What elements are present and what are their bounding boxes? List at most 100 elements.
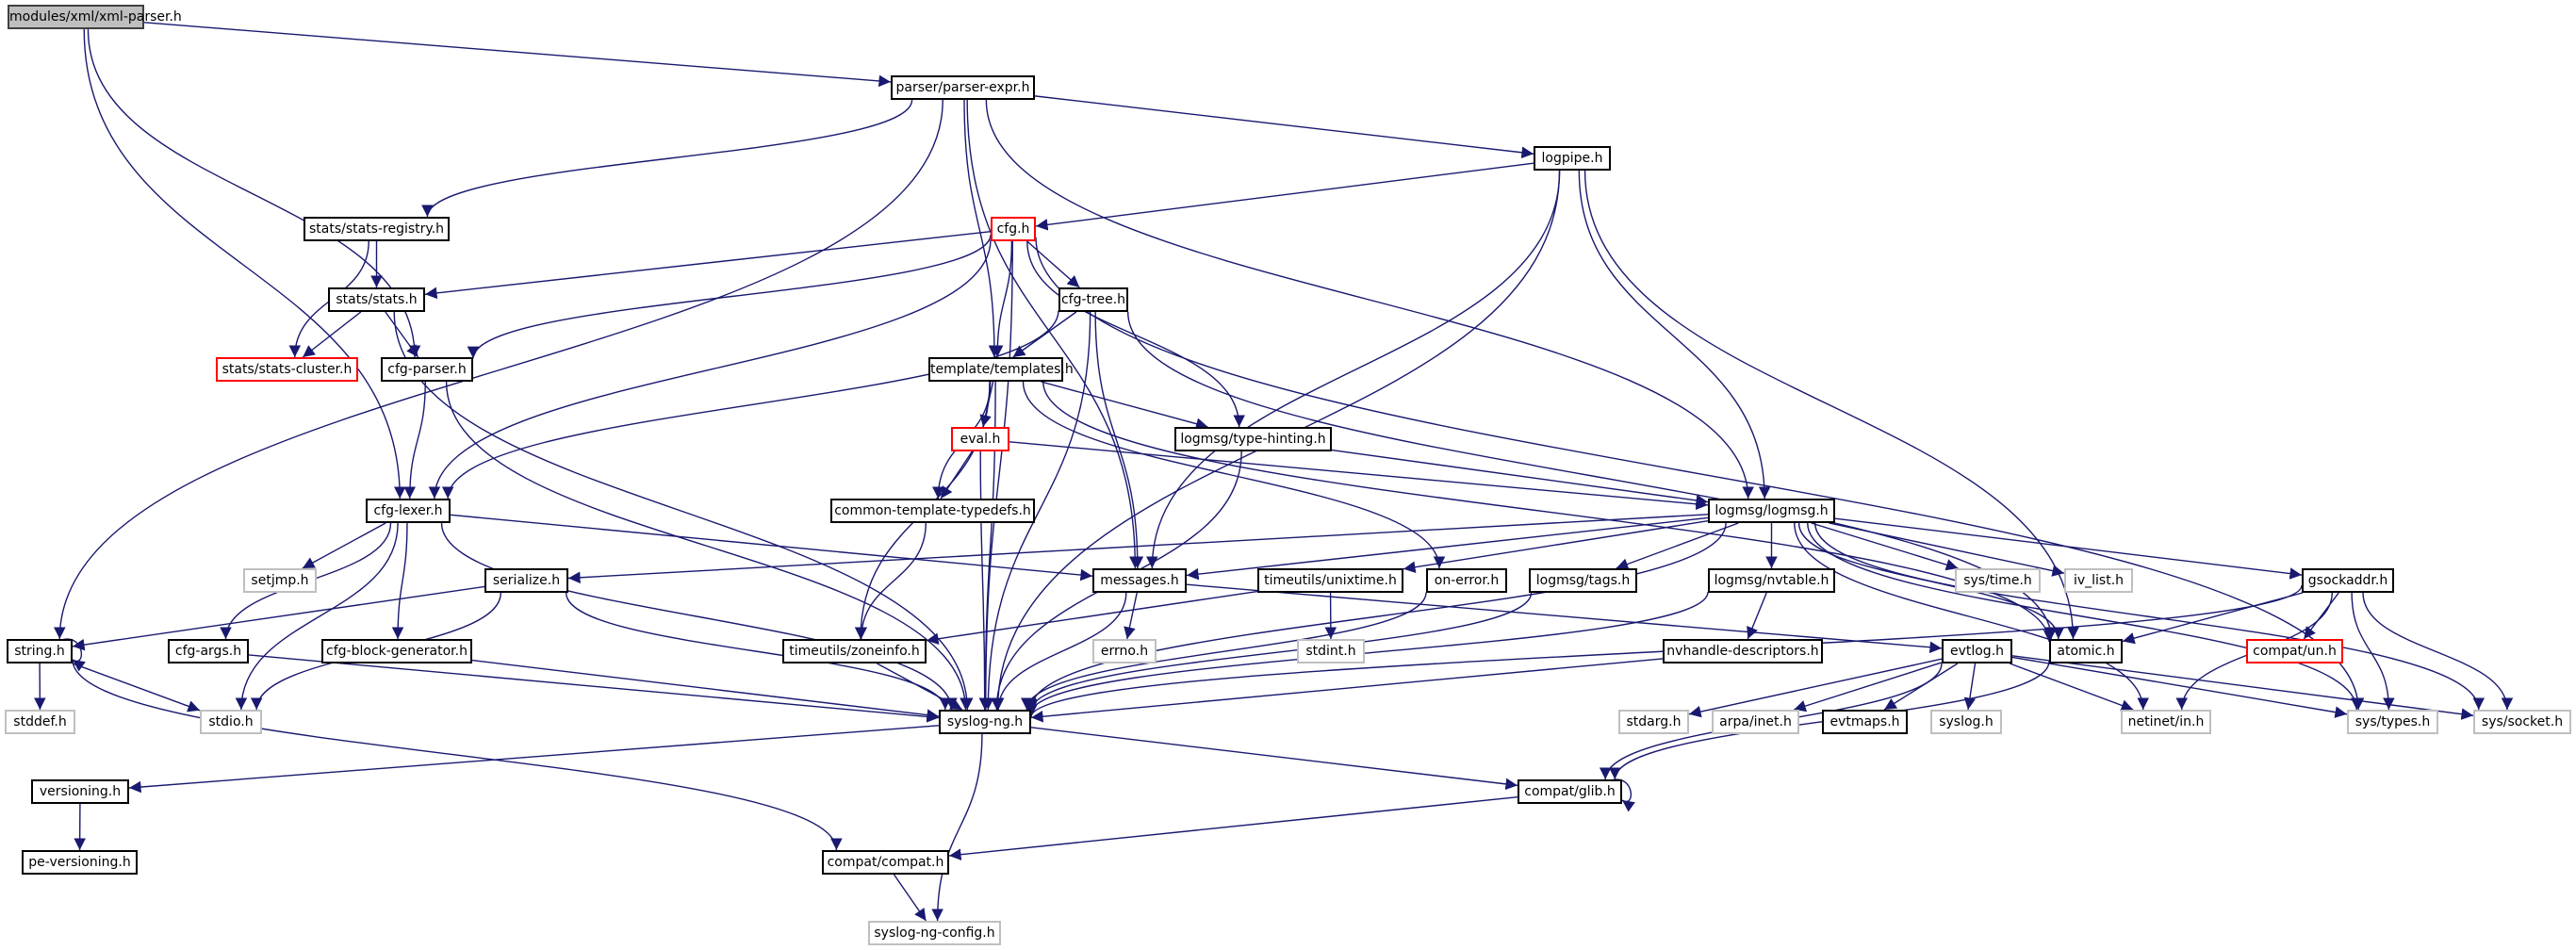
node-label: evtlog.h xyxy=(1949,644,2005,659)
edge-cfg-parser-to-syslog-ng xyxy=(445,381,972,711)
edge-string-to-stdio xyxy=(72,663,201,712)
node-gsockaddr[interactable]: gsockaddr.h xyxy=(2302,568,2394,593)
node-syslog-ng[interactable]: syslog-ng.h xyxy=(939,710,1031,734)
node-pe-versioning[interactable]: pe-versioning.h xyxy=(22,850,138,875)
edge-logmsg-to-iv-list xyxy=(1829,522,2065,577)
node-label: stats/stats-cluster.h xyxy=(222,362,353,377)
edge-zoneinfo-to-syslog-ng xyxy=(877,663,963,711)
node-label: timeutils/zoneinfo.h xyxy=(789,644,920,659)
node-templates[interactable]: template/templates.h xyxy=(928,357,1074,382)
node-label: stdarg.h xyxy=(1626,714,1682,729)
node-label: compat/glib.h xyxy=(1524,784,1616,799)
edge-cfg-to-cfg-parser xyxy=(467,234,992,359)
node-unixtime[interactable]: timeutils/unixtime.h xyxy=(1257,568,1403,593)
node-sys-time: sys/time.h xyxy=(1955,568,2041,593)
edge-cfg-lexer-to-setjmp xyxy=(302,522,386,569)
node-label: nvhandle-descriptors.h xyxy=(1666,644,1819,659)
node-logpipe[interactable]: logpipe.h xyxy=(1534,146,1611,171)
node-cfg-parser[interactable]: cfg-parser.h xyxy=(381,357,473,382)
node-label: cfg.h xyxy=(996,221,1030,237)
edge-cfg-to-templates xyxy=(991,240,1013,358)
node-zoneinfo[interactable]: timeutils/zoneinfo.h xyxy=(782,639,927,663)
edge-syslog-ng-to-versioning xyxy=(128,725,940,794)
node-syslog: syslog.h xyxy=(1930,710,2002,734)
node-compat-glib[interactable]: compat/glib.h xyxy=(1518,779,1622,804)
node-common-template-typedefs[interactable]: common-template-typedefs.h xyxy=(830,499,1035,523)
node-label: syslog-ng-config.h xyxy=(874,925,995,941)
node-label: cfg-tree.h xyxy=(1060,292,1126,307)
edge-evtlog-to-arpa-inet xyxy=(1794,662,1943,712)
edge-eval-to-syslog-ng xyxy=(978,450,992,711)
node-label: stats/stats-registry.h xyxy=(308,221,445,237)
node-nvhandle-descriptors[interactable]: nvhandle-descriptors.h xyxy=(1663,639,1823,663)
node-nvtable[interactable]: logmsg/nvtable.h xyxy=(1708,568,1835,593)
edge-cfg-lexer-to-stdio xyxy=(235,522,399,711)
edge-logmsg-to-sys-types xyxy=(1807,522,2363,711)
node-on-error[interactable]: on-error.h xyxy=(1426,568,1507,593)
node-label: compat/compat.h xyxy=(827,855,944,870)
node-label: modules/xml/xml-parser.h xyxy=(9,9,182,25)
node-atomic[interactable]: atomic.h xyxy=(2049,639,2123,663)
node-parser-expr[interactable]: parser/parser-expr.h xyxy=(891,75,1035,100)
node-serialize[interactable]: serialize.h xyxy=(484,568,568,593)
edge-syslog-ng-to-syslog-ng-config xyxy=(931,733,983,922)
node-cfg-tree[interactable]: cfg-tree.h xyxy=(1058,287,1128,312)
edge-eval-to-logmsg xyxy=(1009,441,1709,511)
node-messages[interactable]: messages.h xyxy=(1092,568,1187,593)
node-tags[interactable]: logmsg/tags.h xyxy=(1529,568,1637,593)
node-xml-parser[interactable]: modules/xml/xml-parser.h xyxy=(8,5,182,29)
edge-cfg-tree-to-syslog-ng xyxy=(982,311,1091,711)
node-string[interactable]: string.h xyxy=(7,639,73,663)
node-errno: errno.h xyxy=(1092,639,1157,663)
node-cfg[interactable]: cfg.h xyxy=(991,217,1036,241)
node-evtmaps[interactable]: evtmaps.h xyxy=(1822,710,1908,734)
edge-on-error-to-syslog-ng xyxy=(1021,592,1427,711)
node-label: stdio.h xyxy=(208,714,254,729)
node-logmsg[interactable]: logmsg/logmsg.h xyxy=(1708,499,1835,523)
edge-gsockaddr-to-atomic xyxy=(2122,592,2303,645)
edge-logpipe-to-messages xyxy=(1146,170,1561,569)
node-label: logmsg/tags.h xyxy=(1535,573,1631,588)
edge-cfg-tree-to-messages xyxy=(1094,311,1144,569)
node-label: syslog.h xyxy=(1939,714,1994,729)
node-cfg-lexer[interactable]: cfg-lexer.h xyxy=(366,499,451,523)
edge-messages-to-syslog-ng xyxy=(992,592,1127,711)
edge-messages-to-evtlog xyxy=(1186,583,1943,654)
edge-type-hinting-to-logmsg xyxy=(1331,449,1709,507)
edge-string-to-compat-compat xyxy=(72,659,843,851)
node-label: arpa/inet.h xyxy=(1719,714,1792,729)
edge-nvtable-to-syslog-ng xyxy=(1025,592,1709,714)
node-versioning[interactable]: versioning.h xyxy=(31,779,129,804)
edge-cfg-to-sys-types xyxy=(1035,237,2365,711)
edge-logmsg-to-tags xyxy=(1616,522,1739,570)
node-label: stdint.h xyxy=(1305,644,1356,659)
edge-evtlog-to-sys-types xyxy=(2011,656,2348,718)
node-evtlog[interactable]: evtlog.h xyxy=(1942,639,2012,663)
node-label: sys/time.h xyxy=(1963,573,2032,588)
node-label: logpipe.h xyxy=(1541,151,1603,166)
node-type-hinting[interactable]: logmsg/type-hinting.h xyxy=(1174,427,1332,451)
node-label: logmsg/logmsg.h xyxy=(1715,503,1829,518)
node-cfg-args[interactable]: cfg-args.h xyxy=(168,639,249,663)
node-label: stddef.h xyxy=(13,714,67,729)
node-cfg-block-generator[interactable]: cfg-block-generator.h xyxy=(321,639,472,663)
node-stats[interactable]: stats/stats.h xyxy=(328,287,425,312)
edge-evtlog-to-sys-socket xyxy=(2011,655,2474,720)
node-compat-compat[interactable]: compat/compat.h xyxy=(822,850,949,875)
edge-evtlog-to-netinet-in xyxy=(2010,663,2134,712)
node-stats-registry[interactable]: stats/stats-registry.h xyxy=(304,217,450,241)
edge-cfg-lexer-to-cfg-block-generator xyxy=(391,522,408,640)
edge-serialize-to-string xyxy=(72,585,485,651)
edge-parser-expr-to-string xyxy=(54,99,943,640)
node-label: cfg-lexer.h xyxy=(373,503,443,518)
node-stats-cluster[interactable]: stats/stats-cluster.h xyxy=(216,357,358,382)
node-label: evtmaps.h xyxy=(1829,714,1900,729)
node-eval[interactable]: eval.h xyxy=(951,427,1009,451)
node-label: compat/un.h xyxy=(2253,644,2337,659)
node-label: cfg-block-generator.h xyxy=(326,644,468,659)
edge-stats-to-cfg-parser xyxy=(385,311,419,358)
node-compat-un[interactable]: compat/un.h xyxy=(2246,639,2343,663)
edge-logmsg-to-serialize xyxy=(567,514,1709,584)
node-stdio: stdio.h xyxy=(200,710,262,734)
